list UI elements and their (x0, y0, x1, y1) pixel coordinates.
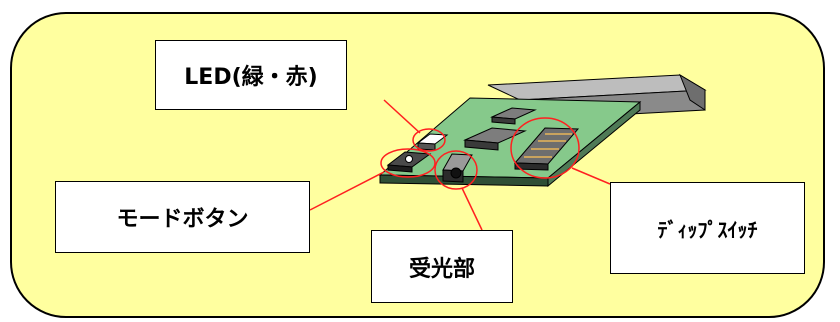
mode-button-leader-line (309, 171, 385, 211)
dip-switch-leader-line (571, 167, 611, 185)
led-callout-circle (412, 128, 446, 152)
chip-large (463, 127, 527, 151)
led-leader-line (383, 99, 421, 134)
mode-button-label: モードボタン (55, 181, 310, 253)
chip-small (490, 107, 537, 125)
dip-switch-label: ﾃﾞｨｯﾌﾟｽｲｯﾁ (610, 182, 805, 274)
light-receiver-component (442, 153, 473, 183)
light-receiver-label: 受光部 (371, 230, 513, 303)
light-receiver-leader-line (461, 187, 483, 231)
led-label: LED(緑・赤) (155, 40, 347, 110)
mode-button-component (386, 151, 432, 173)
led-component (416, 133, 449, 151)
mode-button-callout-circle (380, 148, 436, 178)
dip-switch-callout-circle (510, 117, 580, 179)
dip-switch-component (513, 127, 580, 171)
light-receiver-callout-circle (434, 150, 478, 190)
